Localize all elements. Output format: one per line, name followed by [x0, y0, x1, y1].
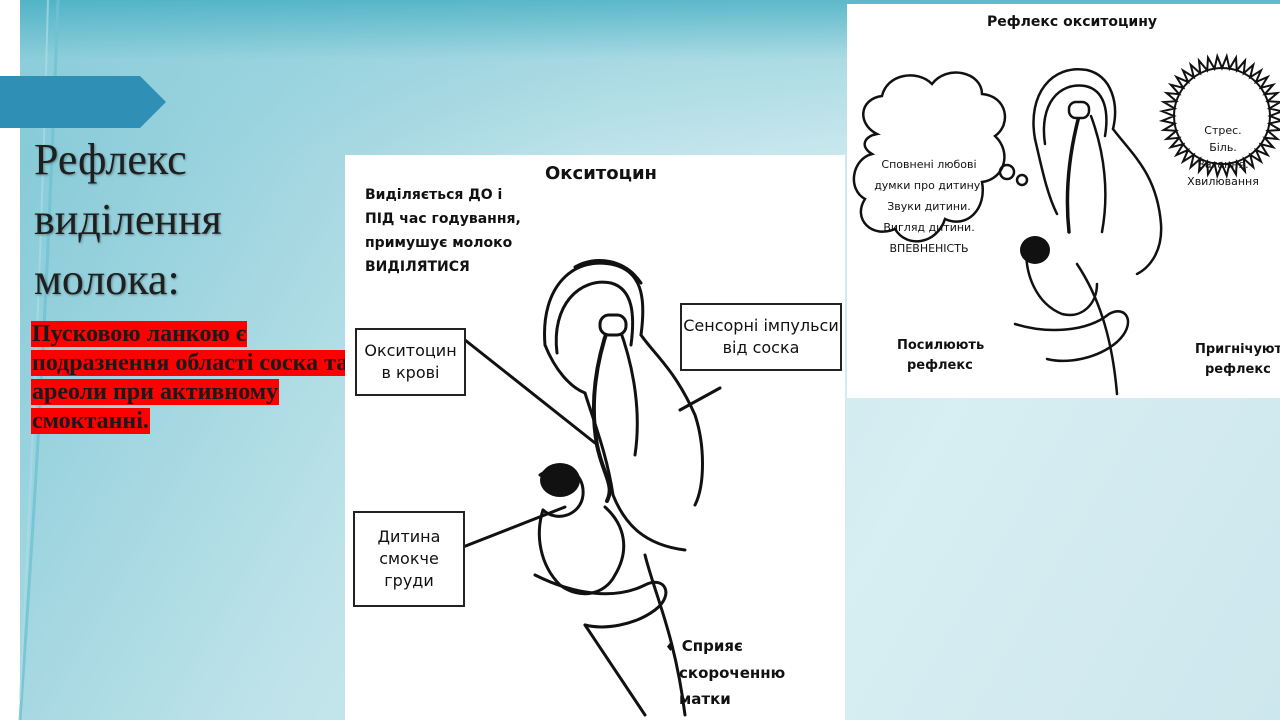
negative-factor-line: Вагання.: [1197, 158, 1249, 171]
enhance-reflex-label: Посилюють рефлекс: [897, 336, 984, 376]
negative-factor-line: Біль.: [1209, 141, 1237, 154]
highlighted-description-text: Пусковою ланкою є подразнення області со…: [31, 321, 350, 434]
reflex-heading: Рефлекс окситоцину: [987, 14, 1158, 30]
box-oxytocin-in-blood-line: Окситоцин: [364, 341, 457, 360]
stress-burst-outline: [1158, 52, 1280, 180]
oxytocin-illustration: [461, 259, 722, 717]
positive-factor-line: Вигляд дитини.: [883, 221, 975, 234]
positive-factor-line: думки про дитину.: [874, 179, 984, 192]
oxytocin-reflex-illustration: [852, 52, 1280, 396]
inhibit-reflex-label: Пригнічують рефлекс: [1195, 340, 1280, 380]
oxytocin-note-line: ВИДІЛЯТИСЯ: [365, 259, 470, 275]
positive-factor-line: Звуки дитини.: [887, 200, 971, 213]
enhance-reflex-line: Посилюють: [897, 338, 985, 353]
box-sensory-impulses-line: від соска: [722, 338, 800, 357]
inhibit-reflex-line: рефлекс: [1205, 362, 1271, 377]
slide-title: Рефлекс виділення молока:: [34, 135, 222, 304]
box-oxytocin-in-blood-line: в крові: [381, 363, 440, 382]
inhibit-reflex-line: Пригнічують: [1195, 342, 1280, 357]
box-baby-sucks-line: смокче: [379, 549, 439, 568]
box-sensory-impulses: Сенсорні імпульси від соска: [680, 303, 842, 371]
negative-factors-burst: Стрес. Біль. Вагання. Хвилювання: [1185, 122, 1261, 190]
oxytocin-note-line: примушує молоко: [365, 235, 513, 251]
box-oxytocin-in-blood: Окситоцин в крові: [355, 328, 466, 396]
bullet-icon: ♦: [665, 640, 676, 654]
highlighted-description: Пусковою ланкою є подразнення області со…: [31, 320, 351, 436]
positive-factor-line: Сповнені любові: [881, 158, 977, 171]
oxytocin-heading: Окситоцин: [545, 163, 657, 184]
box-baby-sucks: Дитина смокче груди: [353, 511, 465, 607]
positive-factor-line: ВПЕВНЕНІСТЬ: [889, 242, 969, 255]
oxytocin-reflex-diagram: Рефлекс окситоцину Сповнені любові думки…: [847, 4, 1280, 398]
box-sensory-impulses-line: Сенсорні імпульси: [683, 316, 839, 335]
uterus-note-line: матки: [679, 690, 731, 708]
left-edge-strip: [0, 0, 20, 720]
uterus-note-line: скороченню: [679, 664, 786, 682]
positive-factors-cloud: Сповнені любові думки про дитину. Звуки …: [869, 154, 989, 259]
title-arrow-banner: [0, 76, 166, 128]
oxytocin-note-line: ПІД час годування,: [365, 211, 521, 227]
box-baby-sucks-line: груди: [384, 571, 434, 590]
enhance-reflex-line: рефлекс: [907, 358, 973, 373]
negative-factor-line: Стрес.: [1204, 124, 1242, 137]
negative-factor-line: Хвилювання: [1187, 175, 1259, 188]
oxytocin-note: Виділяється ДО і ПІД час годування, прим…: [365, 183, 521, 279]
oxytocin-diagram: Окситоцин Виділяється ДО і ПІД час годув…: [345, 155, 845, 720]
uterus-note: ♦ Сприяє скороченню матки: [665, 633, 785, 712]
box-baby-sucks-line: Дитина: [377, 527, 441, 546]
oxytocin-note-line: Виділяється ДО і: [365, 187, 503, 203]
uterus-note-line: Сприяє: [681, 637, 743, 655]
